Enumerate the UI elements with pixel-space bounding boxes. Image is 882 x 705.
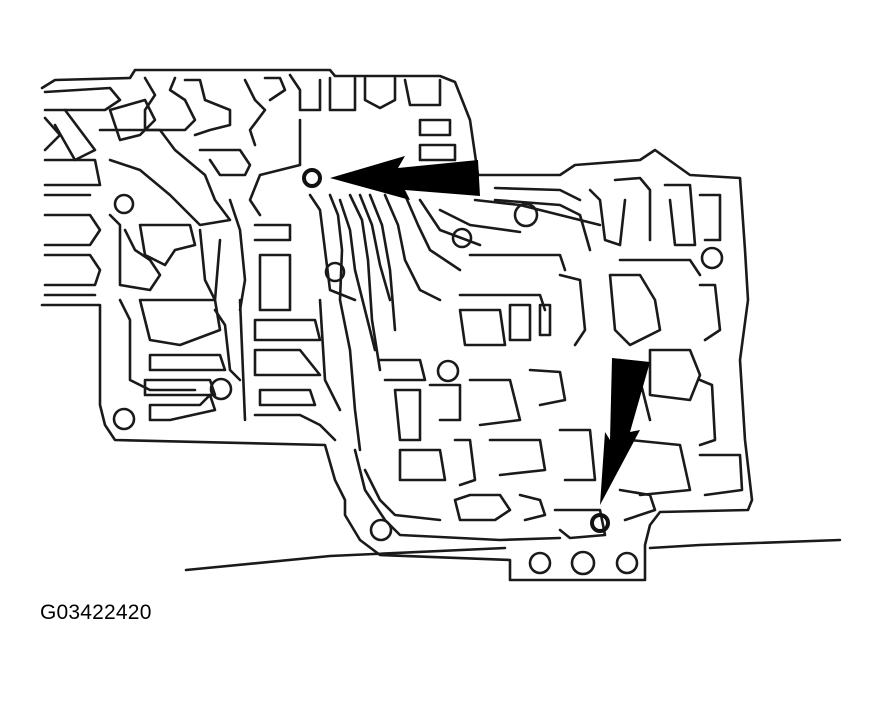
valve-body-outline [40, 68, 842, 582]
valve-body-holes [112, 193, 724, 576]
lower-target-hole [590, 513, 610, 533]
upper-target-hole [302, 168, 322, 188]
valve-body-passages-center [328, 193, 602, 452]
arrow-lower-icon [600, 358, 650, 505]
arrow-upper-icon [330, 156, 480, 200]
valve-body-passages-left-lower [118, 298, 342, 442]
valve-body-passages-left [43, 73, 457, 352]
valve-body-passages-right [353, 176, 744, 542]
figure-caption: G03422420 [40, 601, 152, 624]
